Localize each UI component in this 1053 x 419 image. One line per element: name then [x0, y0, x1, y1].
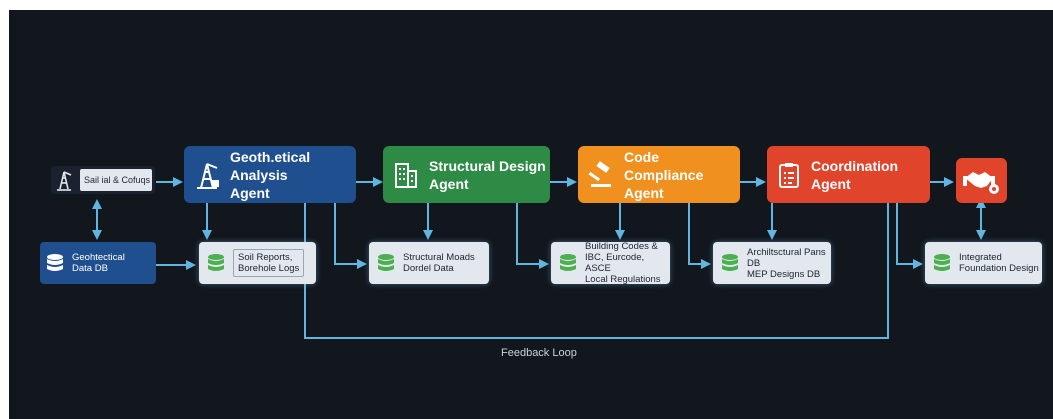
database-icon	[560, 254, 576, 271]
store-codes-line2: IBC, Eurcode, ASCE	[585, 252, 645, 274]
store-codes-line1: Building Codes &	[585, 241, 658, 252]
store-arch-line1: Archiltsctural Pans DB	[747, 246, 826, 269]
store-structural-line1: Structural Moads	[403, 252, 475, 263]
arrow-coordination-elbow-integrated	[896, 203, 923, 269]
input-label: Sail ial & Cofuqs	[84, 175, 151, 185]
input-node: Sail ial & Cofuqs	[51, 166, 155, 194]
database-icon	[722, 254, 738, 271]
geo-db-label-line1: Geohtectical	[72, 252, 125, 263]
geo-db-label-line2: Data DB	[72, 263, 108, 274]
agent-structural-line2: Agent	[429, 175, 469, 192]
feedback-loop-label: Feedback Loop	[501, 347, 577, 359]
arrow-geo-elbow-models	[334, 203, 367, 269]
arrow-structural-elbow-codes	[516, 203, 549, 269]
store-structural-line2: Dordel Data	[403, 263, 454, 274]
store-integrated-line2: Foundation Design	[959, 263, 1039, 274]
store-soil-line2: Borehole Logs	[238, 263, 300, 274]
database-icon	[378, 254, 394, 271]
agent-coordination-line1: Coordination	[811, 157, 899, 174]
geotechnical-analysis-agent: Geoth.etical Analysis Agent	[184, 146, 356, 203]
code-compliance-agent: Code Compliance Agent	[578, 146, 740, 203]
database-icon	[47, 254, 63, 271]
database-icon	[934, 254, 950, 271]
agent-code-line2: Agent	[624, 184, 664, 201]
final-handshake-node	[956, 158, 1007, 203]
store-soil-reports: Soil Reports, Borehole Logs	[199, 242, 316, 284]
store-architectural: Archiltsctural Pans DB MEP Designs DB	[713, 242, 831, 284]
agent-coordination-line2: Agent	[811, 175, 851, 192]
store-integrated-design: Integrated Foundation Design	[925, 242, 1042, 284]
clipboard-icon	[779, 162, 799, 188]
store-arch-line2: MEP Designs DB	[747, 268, 821, 280]
store-building-codes: Building Codes & IBC, Eurcode, ASCE Loca…	[551, 241, 670, 285]
coordination-agent: Coordination Agent	[767, 146, 930, 203]
agent-geo-line2: Agent	[230, 184, 270, 201]
gavel-icon	[588, 160, 611, 187]
store-codes-line3: Local Regulations	[585, 274, 661, 285]
building-icon	[395, 162, 417, 188]
structural-design-agent: Structural Design Agent	[383, 146, 550, 203]
handshake-gear-icon	[962, 171, 999, 194]
agent-code-line1: Code Compliance	[624, 148, 704, 183]
arrow-code-elbow-arch	[688, 203, 711, 269]
agent-structural-line1: Structural Design	[429, 157, 546, 174]
agent-geo-line1: Geoth.etical Analysis	[230, 148, 311, 183]
geotechnical-db-node: Geohtectical Data DB	[40, 242, 156, 284]
store-structural-models: Structural Moads Dordel Data	[369, 242, 489, 284]
oil-derrick-icon	[57, 171, 72, 191]
store-integrated-line1: Integrated	[959, 252, 1002, 263]
diagram-canvas: Sail ial & Cofuqs Geohtectical Data DB G…	[9, 10, 1053, 419]
database-icon	[208, 254, 224, 271]
store-soil-line1: Soil Reports,	[238, 252, 293, 263]
oil-derrick-icon	[197, 162, 219, 189]
